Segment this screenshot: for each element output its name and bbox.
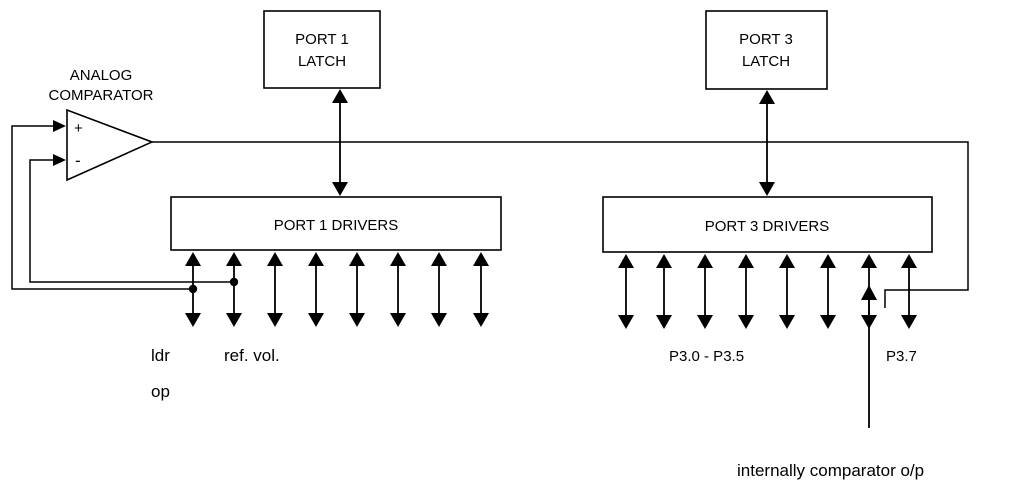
- plus-input-wire: [11, 125, 193, 290]
- port1-pin-5: [390, 252, 406, 327]
- port3-pin-2: [697, 254, 713, 329]
- port3-pin-1: [656, 254, 672, 329]
- port3-pins: [618, 254, 917, 329]
- port3-drivers-block: PORT 3 DRIVERS: [602, 196, 933, 253]
- comparator-title-line1: ANALOG: [70, 67, 133, 84]
- port3-latch-line2: LATCH: [742, 53, 790, 70]
- port1-drivers-label: PORT 1 DRIVERS: [274, 217, 398, 234]
- port3-pin-7: [901, 254, 917, 329]
- port3-pin-4: [779, 254, 795, 329]
- port3-pin-0: [618, 254, 634, 329]
- comparator-output-wire: [152, 141, 969, 308]
- port1-pin-3: [308, 252, 324, 327]
- p3-range-label: P3.0 - P3.5: [669, 348, 744, 365]
- port1-pin-6: [431, 252, 447, 327]
- ldr-label: ldr: [151, 346, 170, 365]
- port1-latch-block: PORT 1 LATCH: [263, 10, 381, 89]
- port1-latch-line2: LATCH: [298, 53, 346, 70]
- op-label: op: [151, 382, 170, 401]
- minus-input-wire: [29, 159, 234, 283]
- ref-vol-label: ref. vol.: [224, 346, 280, 365]
- analog-comparator: ANALOG COMPARATOR + -: [48, 67, 155, 182]
- port1-drivers-block: PORT 1 DRIVERS: [170, 196, 502, 251]
- port3-pin-3: [738, 254, 754, 329]
- port3-latch-line1: PORT 3: [739, 31, 793, 48]
- port3-latch-driver-arrow: [759, 90, 775, 196]
- internal-comparator-label: internally comparator o/p: [737, 461, 924, 480]
- port1-pin-2: [267, 252, 283, 327]
- port3-pin-5: [820, 254, 836, 329]
- comparator-input-wires: [11, 120, 239, 294]
- port1-pin-1: [226, 252, 242, 327]
- port1-latch-line1: PORT 1: [295, 31, 349, 48]
- comparator-title-line2: COMPARATOR: [48, 87, 153, 104]
- internal-comparator-arrow: [861, 285, 877, 428]
- comparator-plus-sign: +: [74, 120, 83, 137]
- port1-pin-0: [185, 252, 201, 327]
- port3-drivers-label: PORT 3 DRIVERS: [705, 218, 829, 235]
- p3-7-label: P3.7: [886, 348, 917, 365]
- port3-latch-block: PORT 3 LATCH: [705, 10, 828, 90]
- port1-pin-4: [349, 252, 365, 327]
- port1-pins: [185, 252, 489, 327]
- port1-pin-7: [473, 252, 489, 327]
- comparator-minus-sign: -: [75, 151, 81, 170]
